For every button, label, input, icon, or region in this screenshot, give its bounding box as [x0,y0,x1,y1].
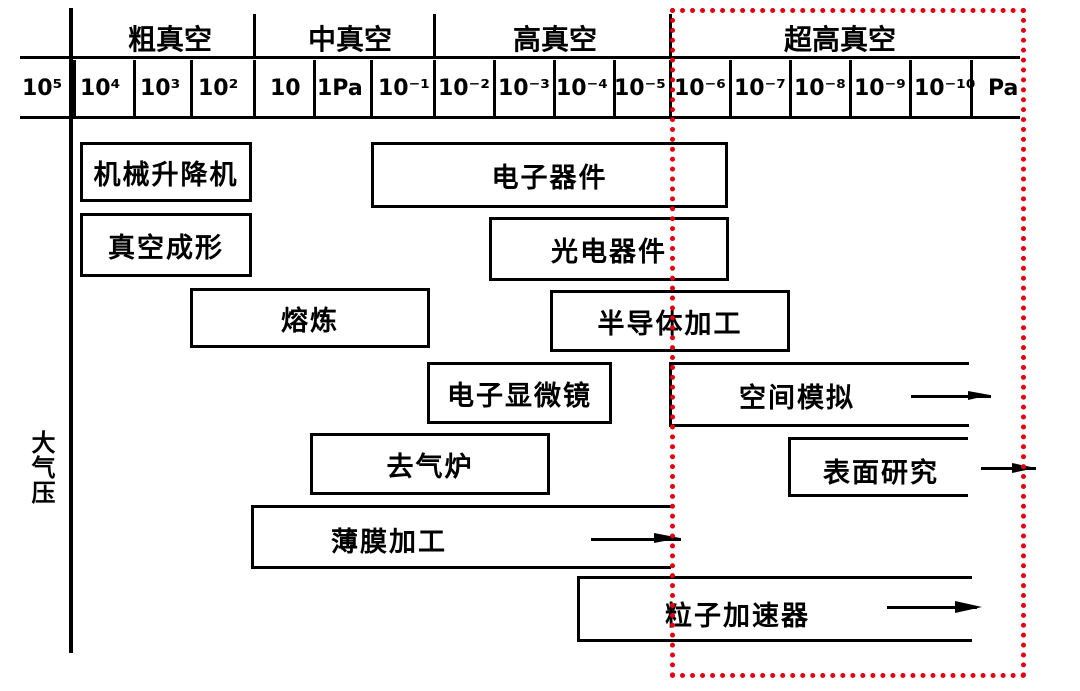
scale-label: Pa [988,76,1019,101]
arrow-head-icon [968,391,990,400]
scale-tick [970,60,973,118]
scale-tick [190,60,193,118]
app-particle-accel: 粒子加速器 [577,576,977,644]
axis-label: 大气压 [27,430,55,505]
scale-label: 10³ [140,76,181,101]
scale-label: 10⁻⁴ [556,76,608,101]
scale-label: 10⁻⁵ [614,76,666,101]
scale-tick [313,60,316,118]
vertical-axis [69,8,73,653]
scale-tick [133,60,136,118]
scale-label: 10⁻⁹ [854,76,906,101]
scale-label: 10⁻⁸ [794,76,846,101]
app-electron-microscope: 电子显微镜 [427,362,612,424]
bar-bottom-line [669,424,969,427]
scale-label: 1Pa [317,76,363,101]
scale-label: 10² [198,76,239,101]
arrow-head-icon [955,601,982,613]
scale-tick [613,60,616,118]
ultra-high-vacuum-highlight [670,8,1026,678]
app-mech-lift: 机械升降机 [80,142,252,202]
arrow-shaft [981,467,1036,470]
scale-label: 10⁻⁶ [674,76,726,101]
app-vacuum-forming: 真空成形 [80,213,252,277]
app-label: 薄膜加工 [331,527,447,558]
app-degassing: 去气炉 [310,433,550,495]
scale-label: 10⁻¹ [378,76,430,101]
range-rough: 粗真空 [127,23,212,56]
arrow-head-icon [654,533,680,543]
scale-tick [849,60,852,118]
range-medium: 中真空 [307,23,392,56]
app-thin-film: 薄膜加工 [251,505,681,571]
scale-label: 10 [270,76,301,101]
bar-left-edge [577,576,580,642]
app-label: 表面研究 [823,458,939,489]
arrow-shaft [911,395,991,398]
scale-label: 10⁻³ [498,76,550,101]
scale-tick [909,60,912,118]
scale-tick [433,60,436,118]
scale-label: 10⁻¹⁰ [914,76,976,101]
scale-tick [789,60,792,118]
scale-label: 10⁻² [438,76,490,101]
bar-top-line [577,576,972,579]
range-sep-1 [253,14,256,58]
scale-tick [253,60,256,118]
header-line [20,56,1020,59]
bar-top-line [251,505,671,508]
scale-tick [493,60,496,118]
app-optoelectronic: 光电器件 [489,217,729,281]
app-smelting: 熔炼 [190,288,430,348]
bar-left-edge [788,437,791,497]
scale-label: 10⁴ [80,76,121,101]
scale-tick [370,60,373,118]
bar-bottom-line [577,639,972,642]
scale-baseline [20,116,1020,119]
bar-bottom-line [788,494,968,497]
app-label: 空间模拟 [739,383,855,414]
arrow-shaft [887,606,977,609]
scale-tick [729,60,732,118]
bar-top-line [788,437,968,440]
bar-bottom-line [251,566,671,569]
scale-tick [73,60,76,118]
bar-left-edge [251,505,254,569]
range-ultra: 超高真空 [783,23,896,56]
app-surface-research: 表面研究 [788,437,1036,499]
app-electron-devices: 电子器件 [371,142,728,208]
app-label: 粒子加速器 [665,601,810,632]
scale-tick [553,60,556,118]
scale-label: 10⁵ [22,76,63,101]
bar-top-line [669,362,969,365]
arrow-shaft [591,538,681,541]
range-high: 高真空 [512,23,597,56]
scale-label: 10⁻⁷ [734,76,786,101]
range-sep-2 [433,14,436,58]
